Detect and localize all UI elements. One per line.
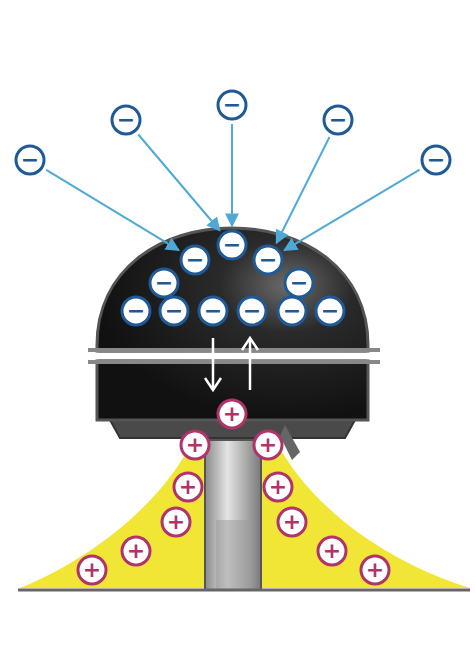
negative-charge: − xyxy=(420,144,452,176)
charge-sign: + xyxy=(269,476,287,498)
charge-sign: + xyxy=(366,559,384,581)
charge-sign: − xyxy=(155,272,173,294)
negative-charge: − xyxy=(216,89,248,121)
mast xyxy=(205,440,261,590)
positive-charge: + xyxy=(252,429,284,461)
negative-charge: − xyxy=(283,267,315,299)
charge-sign: + xyxy=(259,434,277,456)
charge-sign: − xyxy=(127,300,145,322)
attraction-arrow xyxy=(46,170,179,250)
charge-sign: + xyxy=(223,403,241,425)
ring-line xyxy=(88,360,380,364)
charge-sign: − xyxy=(21,149,39,171)
charge-sign: − xyxy=(223,94,241,116)
negative-charge: − xyxy=(197,295,229,327)
ring-line xyxy=(88,348,380,352)
dome xyxy=(97,228,368,420)
positive-charge: + xyxy=(262,471,294,503)
negative-charge: − xyxy=(276,295,308,327)
attraction-arrow xyxy=(231,124,233,226)
negative-charge: − xyxy=(322,104,354,136)
charge-sign: + xyxy=(186,434,204,456)
mast-core xyxy=(216,520,250,590)
negative-charge: − xyxy=(120,295,152,327)
charge-sign: − xyxy=(290,272,308,294)
negative-charge: − xyxy=(14,144,46,176)
positive-charge: + xyxy=(276,506,308,538)
charge-sign: + xyxy=(323,540,341,562)
charge-sign: + xyxy=(167,511,185,533)
positive-charge: + xyxy=(160,506,192,538)
positive-charge: + xyxy=(76,554,108,586)
charge-sign: − xyxy=(427,149,445,171)
charge-sign: + xyxy=(283,511,301,533)
negative-charge: − xyxy=(252,244,284,276)
positive-charge: + xyxy=(179,429,211,461)
charge-sign: − xyxy=(204,300,222,322)
charge-sign: + xyxy=(179,476,197,498)
charge-sign: − xyxy=(186,249,204,271)
exchange-arrows xyxy=(205,338,258,390)
negative-charge: − xyxy=(236,295,268,327)
charge-sign: − xyxy=(243,300,261,322)
negative-charge: − xyxy=(179,244,211,276)
negative-charge: − xyxy=(110,104,142,136)
negative-charge: − xyxy=(216,229,248,261)
charge-sign: + xyxy=(127,540,145,562)
positive-charge: + xyxy=(120,535,152,567)
negative-charge: − xyxy=(148,267,180,299)
charge-sign: − xyxy=(259,249,277,271)
negative-charge: − xyxy=(314,295,346,327)
charge-sign: − xyxy=(223,234,241,256)
ground-line xyxy=(18,589,470,592)
charge-sign: − xyxy=(283,300,301,322)
charge-sign: + xyxy=(83,559,101,581)
attraction-arrow xyxy=(284,170,419,251)
positive-charge: + xyxy=(359,554,391,586)
negative-charge: − xyxy=(158,295,190,327)
charge-sign: − xyxy=(321,300,339,322)
charge-sign: − xyxy=(329,109,347,131)
attraction-arrow xyxy=(138,134,219,230)
charge-sign: − xyxy=(165,300,183,322)
charge-sign: − xyxy=(117,109,135,131)
positive-charge: + xyxy=(316,535,348,567)
positive-charge: + xyxy=(216,398,248,430)
positive-charge: + xyxy=(172,471,204,503)
ring-gap xyxy=(88,353,380,360)
